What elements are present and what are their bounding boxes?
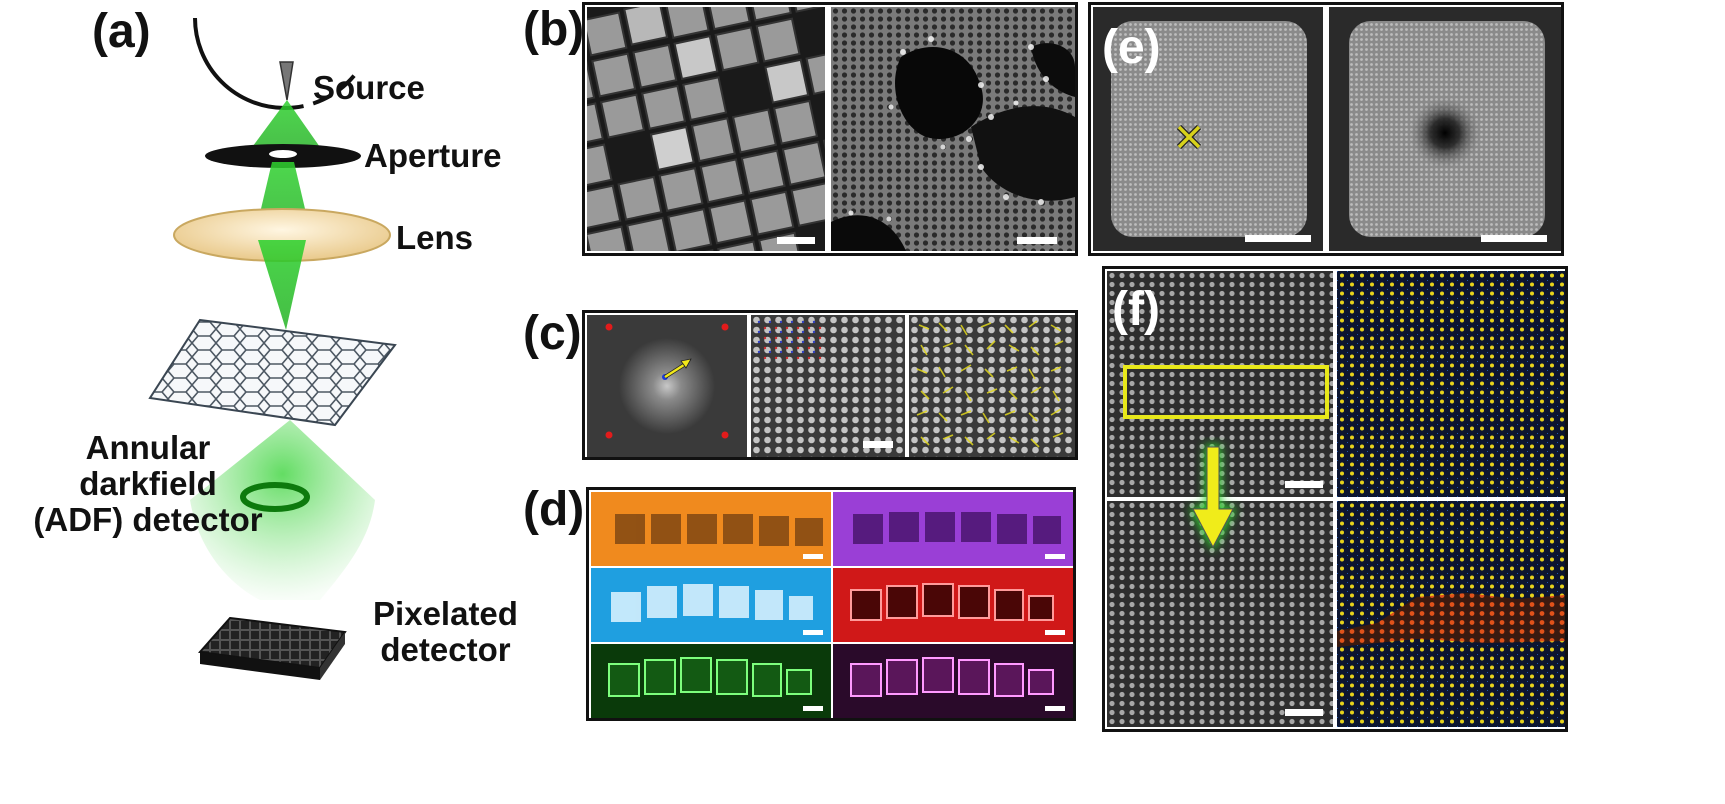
eds-map-red — [833, 568, 1073, 642]
adf-label-line1: Annular — [85, 429, 211, 466]
eds-map-magenta — [833, 644, 1073, 718]
scale-bar — [863, 441, 893, 448]
panel-c-label: (c) — [523, 307, 582, 360]
stem-schematic — [148, 17, 397, 680]
source-tip — [279, 61, 294, 101]
scale-bar — [1481, 235, 1547, 242]
adf-detector-ring — [240, 482, 310, 512]
adf-label-line3: (ADF) detector — [33, 501, 263, 538]
pixelated-label-line1: Pixelated — [373, 595, 518, 632]
atomic-lattice-image — [751, 315, 905, 457]
lens-label: Lens — [396, 219, 474, 256]
selection-box — [1123, 365, 1329, 419]
eds-map-purple — [833, 492, 1073, 566]
scale-bar — [803, 706, 823, 711]
panel-f-label: (f) — [1112, 283, 1160, 336]
adf-label-line2: darkfield — [79, 465, 217, 502]
source-label: Source — [313, 69, 425, 106]
panel-d-label: (d) — [523, 483, 585, 536]
diffraction-pattern — [587, 315, 747, 457]
panel-b-label: (b) — [523, 3, 585, 56]
eds-map-orange — [591, 492, 831, 566]
panel-a-label: (a) — [92, 5, 151, 58]
scale-bar — [777, 237, 815, 244]
scale-bar — [1285, 709, 1323, 716]
superlattice-image — [831, 7, 1075, 251]
panel-f-frame — [1102, 266, 1568, 732]
scale-bar — [1017, 237, 1057, 244]
panel-c-frame — [582, 310, 1078, 460]
nanocube-image — [587, 7, 825, 251]
scale-bar — [803, 630, 823, 635]
nanocube-before-image — [1093, 7, 1323, 251]
lattice-before-map — [1337, 271, 1565, 497]
eds-map-green — [591, 644, 831, 718]
panel-d-frame — [586, 487, 1076, 721]
pixelated-detector — [198, 616, 347, 680]
vector-field-map — [909, 315, 1075, 457]
nanocube-after-image — [1329, 7, 1561, 251]
scale-bar — [1045, 706, 1065, 711]
pixelated-label: Pixelated detector — [358, 596, 533, 668]
graphene-sample — [148, 318, 397, 427]
pixelated-label-line2: detector — [380, 631, 511, 668]
adf-label: Annular darkfield (ADF) detector — [0, 430, 298, 538]
scale-bar — [1045, 554, 1065, 559]
scale-bar — [1045, 630, 1065, 635]
lattice-after-image — [1107, 501, 1333, 727]
eds-map-cyan — [591, 568, 831, 642]
aperture-label: Aperture — [364, 137, 502, 174]
scale-bar — [1245, 235, 1311, 242]
scale-bar — [1285, 481, 1323, 488]
scale-bar — [803, 554, 823, 559]
down-arrow-icon — [1189, 445, 1237, 551]
panel-e-frame — [1088, 2, 1564, 256]
lattice-after-map — [1337, 501, 1565, 727]
panel-e-label: (e) — [1102, 21, 1161, 74]
panel-b-frame — [582, 2, 1078, 256]
